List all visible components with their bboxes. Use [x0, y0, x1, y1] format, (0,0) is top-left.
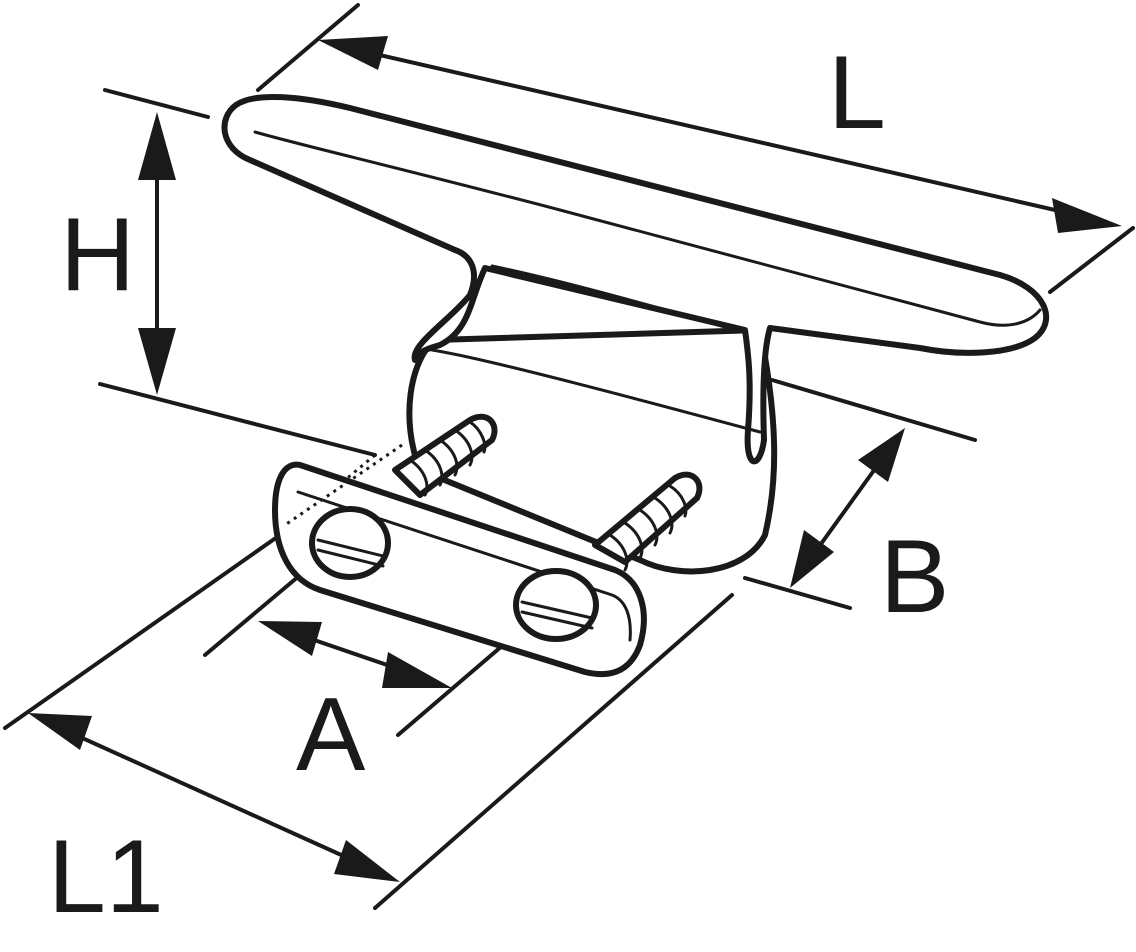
- arrowhead-h-bottom: [138, 328, 176, 395]
- arrowhead-l-right: [1052, 198, 1122, 233]
- cleat-pedestal-contour: [430, 348, 762, 434]
- arrowhead-b-top: [858, 428, 905, 482]
- label-a: A: [296, 677, 366, 793]
- arrowhead-l-left: [318, 36, 388, 70]
- cleat-horn: [221, 93, 1050, 465]
- dimension-b: [790, 428, 905, 588]
- screw-head-left: [309, 506, 391, 580]
- dimension-l: [318, 36, 1122, 233]
- label-l1: L1: [48, 819, 164, 935]
- screw-head-right: [513, 568, 599, 642]
- backing-plate: [272, 443, 647, 678]
- dimension-a: [258, 621, 452, 688]
- label-h: H: [60, 197, 135, 313]
- label-b: B: [880, 519, 949, 635]
- arrowhead-l1-right: [334, 840, 400, 882]
- arrowhead-a-right: [382, 652, 452, 688]
- arrowhead-a-left: [258, 621, 322, 656]
- screw-rear: [392, 413, 498, 498]
- dimension-h: [138, 112, 176, 395]
- arrowhead-l1-left: [28, 713, 92, 750]
- cleat-horn-contour: [253, 130, 1042, 327]
- label-l: L: [828, 35, 886, 151]
- arrowhead-b-bottom: [790, 530, 834, 588]
- dimension-l1: [28, 713, 400, 882]
- screw-front: [592, 471, 703, 572]
- arrowhead-h-top: [138, 112, 176, 180]
- cleat-waist-contour: [490, 264, 737, 332]
